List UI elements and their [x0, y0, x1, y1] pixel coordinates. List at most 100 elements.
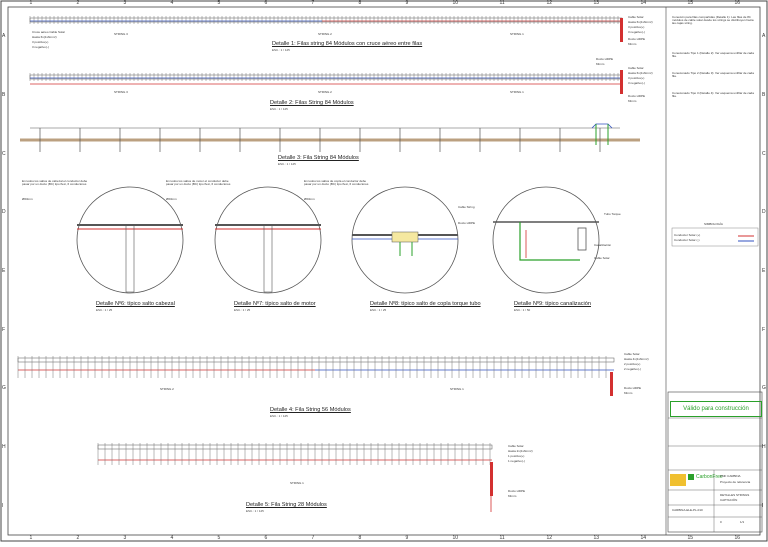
ducto-label: Ducto HDPE	[596, 57, 614, 61]
grid-column-label: 5	[217, 0, 221, 6]
grid-row-label: B	[2, 92, 6, 98]
grid-column-label: 7	[311, 535, 315, 541]
circle-note: En todos los saltos de copla el conducto…	[304, 179, 369, 186]
drawing-subtitle: CAPTACIÓN	[720, 498, 738, 502]
grid-column-label: 11	[499, 535, 505, 541]
detail-4-drawing	[17, 356, 615, 396]
grid-row-label: A	[762, 33, 766, 40]
carbonfree-logo	[688, 474, 694, 480]
detail-title: Detalle 4: Fila String 56 Módulos	[270, 407, 351, 413]
cruce-pos: 3 positivo(+)	[32, 40, 49, 44]
grid-row-label: D	[762, 209, 766, 216]
cable-neg: 3 negativo(-)	[628, 30, 645, 34]
detail-title: Detalle 3: Fila String 84 Módulos	[278, 155, 359, 161]
cable-pos: 1 positivo(+)	[508, 454, 525, 458]
grid-row-label: A	[2, 33, 6, 40]
detail-scale: ESC.: 1 / 125	[270, 414, 288, 418]
grid-row-label: G	[2, 385, 6, 392]
legend-pos-label: Conductor Solar (+)	[674, 233, 701, 237]
grid-column-label: 1	[29, 535, 33, 541]
drawing-sheet-number: 1/1	[740, 520, 745, 524]
detail-scale: ESC.: 1 / 50	[514, 308, 531, 312]
ducto-label: Ducto HDPE	[508, 489, 526, 493]
detail-3-drawing	[20, 123, 640, 152]
cable-pos: 3 positivo(+)	[628, 76, 645, 80]
grid-column-label: 13	[593, 535, 600, 541]
note-item: Conexionado Tipo 2 (Detalle 3): Ver esqu…	[672, 71, 754, 78]
grid-column-label: 12	[546, 535, 553, 541]
cable-hasta: Hasta 6x(1x6mm²)	[628, 20, 653, 24]
grid-row-label: D	[2, 209, 6, 216]
grid-column-label: 4	[170, 535, 174, 541]
grid-column-label: 16	[734, 535, 741, 541]
string-label: STRING 3	[114, 90, 128, 94]
cable-label: Cable Solar	[628, 66, 644, 70]
circle-note: En todos los saltos de motor el conducto…	[166, 179, 231, 186]
validity-stamp: Válido para construcción	[670, 401, 762, 417]
string-label: STRING 2	[160, 387, 174, 391]
cable-hasta: Hasta 4x(1x6mm²)	[624, 357, 649, 361]
drawing-code: CARBINA-ELE-PL-010	[672, 508, 703, 512]
c9-label: Ducto HDPE	[458, 221, 476, 225]
cable-pos: 3 positivo(+)	[628, 25, 645, 29]
grid-column-label: 10	[452, 0, 459, 6]
detail-6-circle	[76, 186, 184, 294]
grid-column-label: 2	[76, 535, 80, 541]
cable-pos: 2 positivo(+)	[624, 362, 641, 366]
ducto-label: Ducto HDPE	[628, 37, 646, 41]
grid-column-label: 9	[405, 0, 409, 6]
circle-diam: Ø63mm	[22, 197, 33, 201]
grid-column-label: 11	[499, 0, 505, 6]
legend-title: SIMBOLOGÍA	[704, 222, 723, 226]
detail-9-circle	[492, 186, 600, 294]
project-name: PMF CARBINA	[720, 474, 741, 478]
cable-hasta: Hasta 2x(1x6mm²)	[508, 449, 533, 453]
grid-row-label: H	[2, 444, 6, 450]
drawing-frame	[7, 6, 761, 536]
grid-column-label: 6	[264, 0, 268, 6]
cable-neg: 3 negativo(-)	[628, 81, 645, 85]
company-logo	[670, 474, 686, 486]
detail-title: Detalle 5: Fila String 28 Módulos	[246, 502, 327, 508]
detail-scale: ESC.: 1 / 25	[370, 308, 387, 312]
grid-row-label: E	[762, 268, 766, 274]
detail-title: Detalle Nº9: típico canalización	[514, 301, 591, 307]
c9-label: Cable String	[458, 205, 475, 209]
grid-row-label: C	[762, 150, 766, 157]
grid-row-label: I	[762, 502, 764, 509]
company-name: CarbonFree	[696, 474, 723, 480]
cable-neg: 2 negativo(-)	[624, 367, 641, 371]
legend-neg-label: Conductor Solar (-)	[674, 238, 700, 242]
cable-label: Cable Solar	[624, 352, 640, 356]
circle-note: En todos los saltos de cabezal el conduc…	[22, 179, 88, 186]
ducto-label: Ducto HDPE	[628, 94, 646, 98]
c9-label: Canalización	[594, 243, 612, 247]
cable-hasta: Hasta 6x(1x6mm²)	[628, 71, 653, 75]
detail-scale: ESC.: 1 / 125	[278, 162, 296, 166]
grid-column-label: 3	[123, 535, 127, 541]
ducto-size: 63mm	[508, 494, 517, 498]
ducto-size: 63mm	[624, 391, 633, 395]
cable-label: Cable Solar	[628, 15, 644, 19]
grid-column-label: 5	[217, 535, 221, 541]
grid-row-label: C	[2, 150, 6, 157]
ducto-size: 63mm	[628, 99, 637, 103]
detail-1-drawing	[29, 16, 623, 42]
string-label: STRING 1	[510, 90, 524, 94]
grid-column-label: 3	[123, 0, 127, 6]
grid-column-label: 15	[687, 0, 694, 6]
string-label: STRING 2	[318, 90, 332, 94]
cable-neg: 1 negativo(-)	[508, 459, 525, 463]
cruce-label: Cruce aéreo Cable Solar	[32, 30, 66, 34]
string-label: STRING 1	[510, 32, 524, 36]
detail-scale: ESC.: 1 / 125	[270, 107, 288, 111]
grid-column-label: 15	[687, 535, 694, 541]
grid-column-label: 14	[640, 535, 647, 541]
detail-title: Detalle 1: Filas string 84 Módulos con c…	[272, 41, 423, 47]
grid-column-label: 12	[546, 0, 553, 6]
detail-scale: ESC.: 1 / 125	[246, 509, 264, 513]
project-subtitle: Proyecto de referencia	[720, 480, 751, 484]
